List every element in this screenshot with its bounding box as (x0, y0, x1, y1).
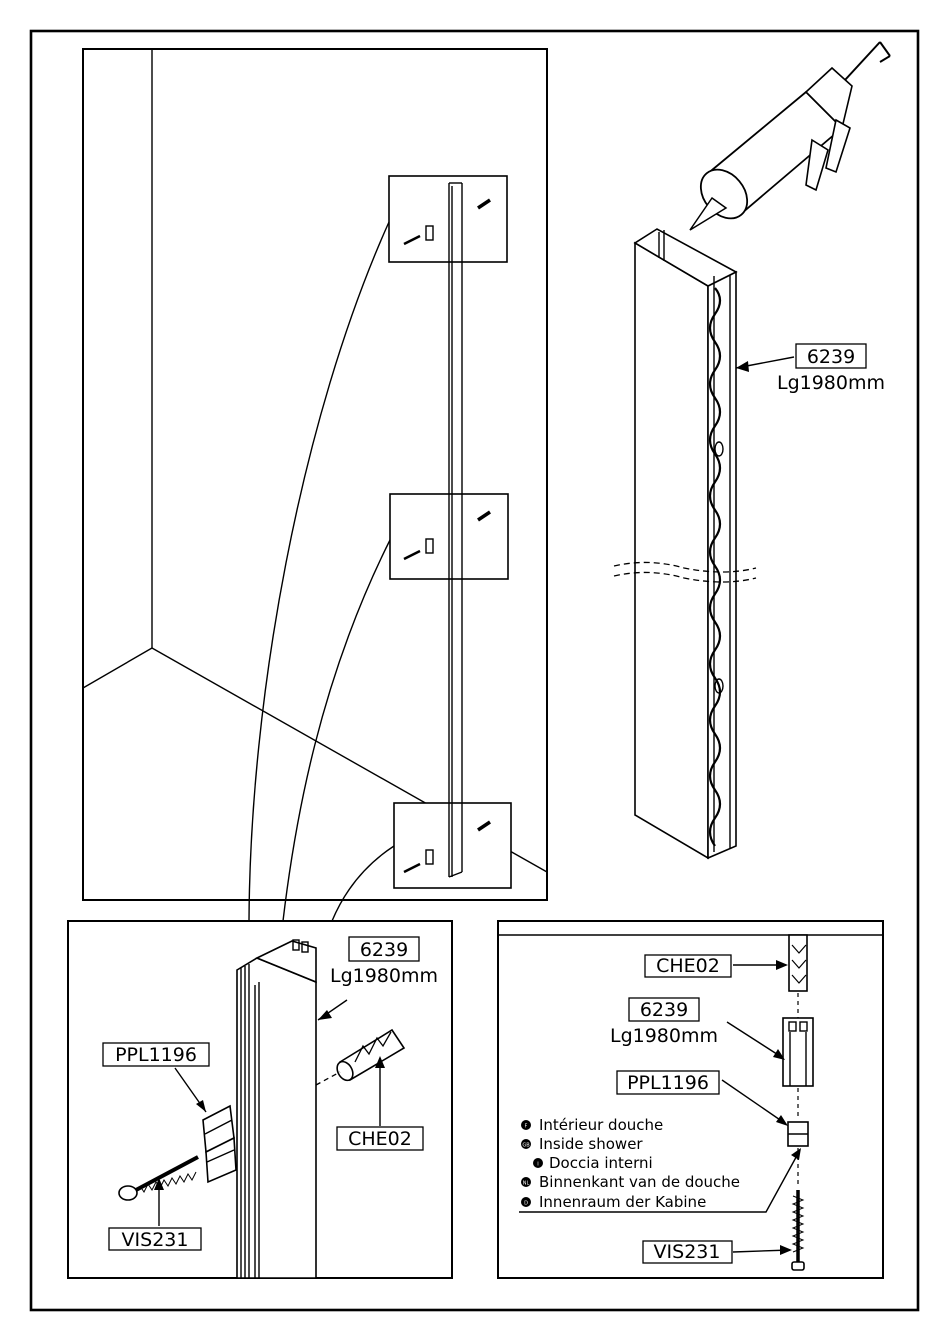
svg-text:Inside shower: Inside shower (539, 1135, 643, 1153)
plug-code-label-assembly: CHE02 (645, 955, 731, 977)
wall-scene-panel (83, 49, 547, 921)
svg-text:GB: GB (522, 1143, 530, 1149)
silicone-gun-icon (690, 42, 890, 230)
fixing-detail-middle (390, 494, 508, 579)
profile-code-label-top: 6239 (796, 344, 866, 368)
profile-length-label-detail: Lg1980mm (330, 965, 438, 987)
screw-code-label: VIS231 (109, 1228, 201, 1251)
bracket-icon (203, 1106, 236, 1182)
profile-code-label-assembly: 6239 (629, 998, 699, 1021)
profile-length-label-assembly: Lg1980mm (610, 1025, 718, 1047)
profile-sealing-view: 6239 Lg1980mm (614, 42, 890, 858)
svg-text:D: D (524, 1201, 528, 1207)
svg-text:6239: 6239 (807, 346, 855, 368)
wall-plug-vertical-icon (789, 935, 807, 991)
svg-text:CHE02: CHE02 (348, 1128, 412, 1150)
leader-line-bracket-assembly (722, 1080, 786, 1124)
fixing-detail-panel: 6239 Lg1980mm PPL1196 CHE02 VIS231 (68, 921, 452, 1278)
callout-line-top (249, 222, 389, 921)
profile-code-label-detail: 6239 (349, 937, 419, 961)
wall-plug-icon (334, 1030, 404, 1083)
bracket-small-icon (788, 1122, 808, 1146)
svg-text:CHE02: CHE02 (656, 955, 720, 977)
profile-length-label-top: Lg1980mm (777, 372, 885, 394)
fixing-detail-top (389, 176, 507, 262)
legend-item-de: D Innenraum der Kabine (521, 1193, 706, 1211)
bracket-code-label-assembly: PPL1196 (617, 1071, 719, 1094)
callout-line-bottom (332, 846, 394, 921)
inside-shower-legend: F Intérieur douche GB Inside shower I Do… (521, 1116, 740, 1211)
legend-item-nl: NL Binnenkant van de douche (521, 1173, 740, 1191)
svg-text:VIS231: VIS231 (122, 1229, 189, 1251)
svg-text:F: F (525, 1124, 528, 1130)
legend-item-gb: GB Inside shower (521, 1135, 643, 1153)
leader-line-profile-assembly (727, 1022, 783, 1058)
fixing-detail-bottom (394, 803, 511, 888)
svg-text:6239: 6239 (360, 939, 408, 961)
svg-text:Innenraum der Kabine: Innenraum der Kabine (539, 1193, 706, 1211)
bracket-code-label: PPL1196 (103, 1043, 209, 1066)
svg-text:I: I (537, 1162, 538, 1168)
profile-section-icon (783, 1018, 813, 1086)
svg-text:PPL1196: PPL1196 (627, 1072, 709, 1094)
exploded-assembly-panel: CHE02 6239 Lg1980mm PPL1196 VIS231 F Int… (498, 921, 883, 1278)
svg-text:Binnenkant van de douche: Binnenkant van de douche (539, 1173, 740, 1191)
callout-line-middle (283, 540, 390, 921)
svg-text:Doccia interni: Doccia interni (549, 1154, 653, 1172)
plug-code-label: CHE02 (337, 1127, 423, 1150)
floor-edge-left (83, 648, 152, 688)
legend-item-it: I Doccia interni (533, 1154, 653, 1172)
svg-text:6239: 6239 (640, 999, 688, 1021)
svg-text:Intérieur douche: Intérieur douche (539, 1116, 663, 1134)
screw-vertical-icon (792, 1190, 804, 1270)
legend-item-fr: F Intérieur douche (521, 1116, 663, 1134)
screw-code-label-assembly: VIS231 (643, 1241, 732, 1263)
svg-text:VIS231: VIS231 (654, 1241, 721, 1263)
svg-text:NL: NL (523, 1181, 530, 1187)
svg-text:PPL1196: PPL1196 (115, 1044, 197, 1066)
